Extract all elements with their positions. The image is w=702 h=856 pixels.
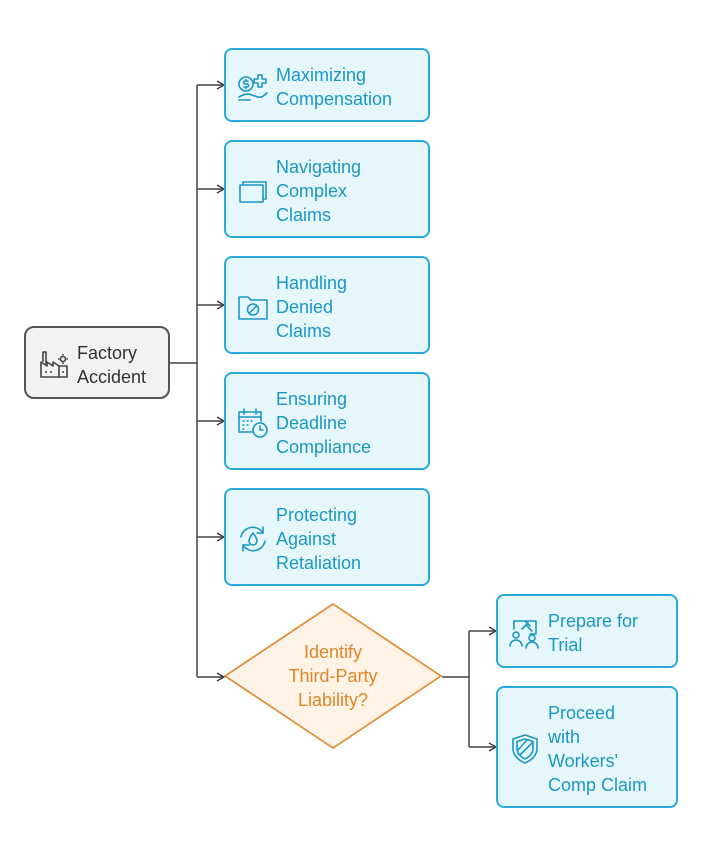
workers-comp-line-1: Proceed (548, 703, 616, 723)
node-proceed-workers-comp-claim: Proceed with Workers' Comp Claim (496, 686, 678, 808)
money-scale-icon (236, 71, 270, 103)
deadline-line-2: Deadline (276, 413, 348, 433)
maximizing-line-2: Compensation (276, 89, 393, 109)
shield-icon (508, 732, 542, 766)
cycle-drop-icon (236, 523, 270, 555)
decision-line-3: Liability? (297, 690, 369, 710)
denied-line-1: Handling (276, 273, 348, 293)
decision-line-1: Identify (303, 642, 363, 662)
decision-diamond-shape (224, 603, 442, 749)
calendar-clock-icon (236, 406, 270, 440)
retaliation-line-3: Retaliation (276, 553, 362, 573)
navigating-line-2: Complex (276, 181, 348, 201)
node-label-maximizing: Maximizing Compensation (276, 63, 392, 111)
node-navigating-complex-claims: Navigating Complex Claims (224, 140, 430, 238)
root-label-line-2: Accident (77, 367, 147, 387)
workers-comp-line-4: Comp Claim (548, 775, 648, 795)
node-label-navigating: Navigating Complex Claims (276, 155, 361, 227)
people-gavel-icon (508, 617, 542, 649)
denied-line-2: Denied (276, 297, 334, 317)
node-maximizing-compensation: Maximizing Compensation (224, 48, 430, 122)
stacked-documents-icon (236, 175, 270, 207)
root-node-factory-accident: Factory Accident (24, 326, 170, 399)
node-ensuring-deadline-compliance: Ensuring Deadline Compliance (224, 372, 430, 470)
folder-denied-icon (236, 291, 270, 323)
node-protecting-against-retaliation: Protecting Against Retaliation (224, 488, 430, 586)
node-label-trial: Prepare for Trial (548, 609, 638, 657)
workers-comp-line-3: Workers' (548, 751, 619, 771)
node-label-retaliation: Protecting Against Retaliation (276, 503, 361, 575)
node-label-denied: Handling Denied Claims (276, 271, 347, 343)
retaliation-line-1: Protecting (276, 505, 358, 525)
navigating-line-3: Claims (276, 205, 332, 225)
trial-line-1: Prepare for (548, 611, 639, 631)
node-handling-denied-claims: Handling Denied Claims (224, 256, 430, 354)
decision-line-2: Third-Party (288, 666, 378, 686)
decision-label: Identify Third-Party Liability? (224, 640, 442, 712)
trial-line-2: Trial (548, 635, 583, 655)
decision-third-party-liability: Identify Third-Party Liability? (224, 603, 442, 749)
factory-icon (38, 348, 70, 380)
node-prepare-for-trial: Prepare for Trial (496, 594, 678, 668)
deadline-line-3: Compliance (276, 437, 372, 457)
retaliation-line-2: Against (276, 529, 337, 549)
maximizing-line-1: Maximizing (276, 65, 367, 85)
denied-line-3: Claims (276, 321, 332, 341)
node-label-workers-comp: Proceed with Workers' Comp Claim (548, 701, 647, 797)
root-label-line-1: Factory (77, 343, 138, 363)
deadline-line-1: Ensuring (276, 389, 348, 409)
workers-comp-line-2: with (548, 727, 581, 747)
node-label-deadline: Ensuring Deadline Compliance (276, 387, 371, 459)
root-node-label: Factory Accident (77, 341, 146, 389)
navigating-line-1: Navigating (276, 157, 362, 177)
